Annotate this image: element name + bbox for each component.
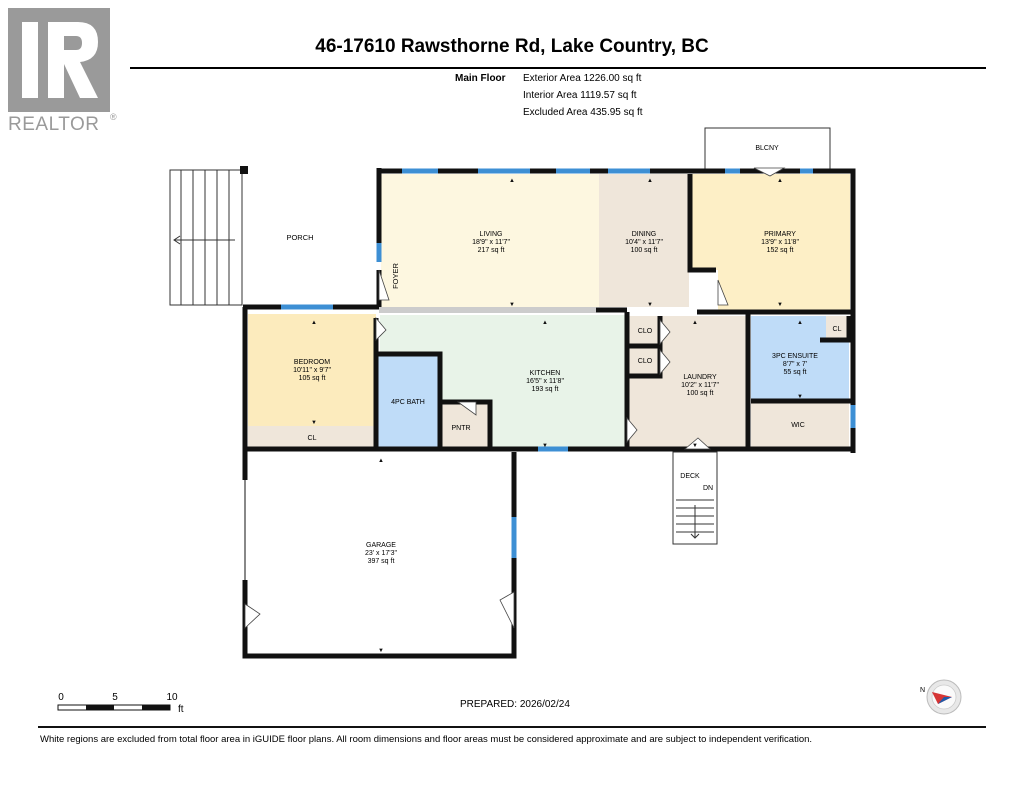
ensuite-closet-label: CL — [833, 326, 842, 333]
clo1-label: CLO — [638, 328, 653, 335]
pantry-room — [440, 402, 490, 448]
dining-room — [599, 174, 689, 307]
primary-dims: 13'9" x 11'8" — [761, 239, 799, 246]
realtor-logo: REALTOR ® — [8, 8, 120, 138]
porch-area — [243, 170, 379, 307]
dining-area: 100 sq ft — [631, 247, 658, 254]
living-room — [381, 174, 599, 307]
scale-unit: ft — [178, 704, 184, 715]
svg-text:▼: ▼ — [509, 302, 515, 308]
scale-tick-10: 10 — [166, 692, 178, 703]
dimension-markers: ▲ ▼ ▲ ▼ ▲ ▼ ▲ ▼ ▲ ▼ ▲ ▼ ▲ ▼ ▲ ▼ — [311, 178, 803, 654]
door-swings — [244, 167, 786, 629]
ensuite-dims: 8'7" x 7' — [783, 361, 807, 368]
svg-text:▲: ▲ — [311, 320, 317, 326]
foyer-label: FOYER — [391, 263, 400, 289]
primary-room — [690, 174, 850, 310]
svg-text:▼: ▼ — [542, 443, 548, 449]
closet-bedroom — [248, 426, 376, 448]
logo-wordmark: REALTOR — [8, 114, 100, 135]
garage-area — [246, 452, 514, 656]
bedroom-area: 105 sq ft — [299, 375, 326, 382]
clo1-fill — [628, 316, 660, 344]
compass-north: N — [920, 687, 925, 694]
compass-icon — [926, 679, 962, 715]
living-name: LIVING — [480, 231, 503, 238]
header-rule — [130, 67, 986, 69]
scale-tick-0: 0 — [58, 692, 64, 703]
prepared-date: PREPARED: 2026/02/24 — [460, 699, 570, 710]
svg-text:▲: ▲ — [378, 458, 384, 464]
svg-text:▲: ▲ — [509, 178, 515, 184]
garage-name: GARAGE — [366, 542, 396, 549]
porch-label: PORCH — [286, 233, 313, 242]
dining-name: DINING — [632, 231, 657, 238]
scale-bar — [57, 704, 171, 711]
dining-dims: 10'4" x 11'7" — [625, 239, 663, 246]
svg-text:▲: ▲ — [542, 320, 548, 326]
svg-text:▲: ▲ — [647, 178, 653, 184]
floor-label: Main Floor — [455, 73, 506, 84]
bath-room — [378, 354, 438, 448]
deck-stairs — [672, 451, 718, 545]
balcony-label: BLCNY — [755, 145, 779, 152]
svg-text:▲: ▲ — [777, 178, 783, 184]
deck-label: DECK — [680, 473, 700, 480]
wic-room — [751, 400, 849, 450]
svg-text:▼: ▼ — [378, 648, 384, 654]
interior-area: Interior Area 1119.57 sq ft — [523, 90, 637, 101]
ensuite-name: 3PC ENSUITE — [772, 353, 818, 360]
laundry-area: 100 sq ft — [687, 390, 714, 397]
kitchen-area: 193 sq ft — [532, 386, 559, 393]
svg-text:▲: ▲ — [797, 320, 803, 326]
garage-area: 397 sq ft — [368, 558, 395, 565]
svg-text:▼: ▼ — [797, 394, 803, 400]
porch-stairs — [169, 169, 243, 306]
clo2-label: CLO — [638, 358, 653, 365]
page-title: 46-17610 Rawsthorne Rd, Lake Country, BC — [315, 36, 709, 57]
kitchen-name: KITCHEN — [530, 370, 561, 377]
bedroom-closet-label: CL — [308, 435, 317, 442]
bedroom-dims: 10'11" x 9'7" — [293, 367, 331, 374]
laundry-dims: 10'2" x 11'7" — [681, 382, 719, 389]
svg-text:▼: ▼ — [311, 420, 317, 426]
svg-text:▼: ▼ — [647, 302, 653, 308]
footnote: White regions are excluded from total fl… — [40, 734, 813, 745]
primary-name: PRIMARY — [764, 231, 796, 238]
windows — [281, 168, 856, 558]
registered-mark: ® — [110, 112, 117, 122]
living-dims: 18'9" x 11'7" — [472, 239, 510, 246]
bedroom-name: BEDROOM — [294, 359, 330, 366]
closet-ensuite — [826, 316, 849, 340]
svg-text:▼: ▼ — [777, 302, 783, 308]
living-area: 217 sq ft — [478, 247, 505, 254]
pantry-label: PNTR — [451, 425, 470, 432]
laundry-name: LAUNDRY — [683, 374, 717, 381]
garage-dims: 23' x 17'3" — [365, 550, 398, 557]
excluded-area: Excluded Area 435.95 sq ft — [523, 107, 643, 118]
bedroom-room — [248, 314, 376, 426]
kitchen-dims: 16'5" x 11'8" — [526, 378, 564, 385]
wic-label: WIC — [791, 422, 805, 429]
primary-area: 152 sq ft — [767, 247, 794, 254]
bath-label: 4PC BATH — [391, 399, 425, 406]
svg-text:▼: ▼ — [692, 443, 698, 449]
exterior-area: Exterior Area 1226.00 sq ft — [523, 73, 642, 84]
down-label: DN — [703, 485, 713, 492]
scale-tick-5: 5 — [112, 692, 118, 703]
ensuite-area: 55 sq ft — [784, 369, 807, 376]
svg-text:▲: ▲ — [692, 320, 698, 326]
